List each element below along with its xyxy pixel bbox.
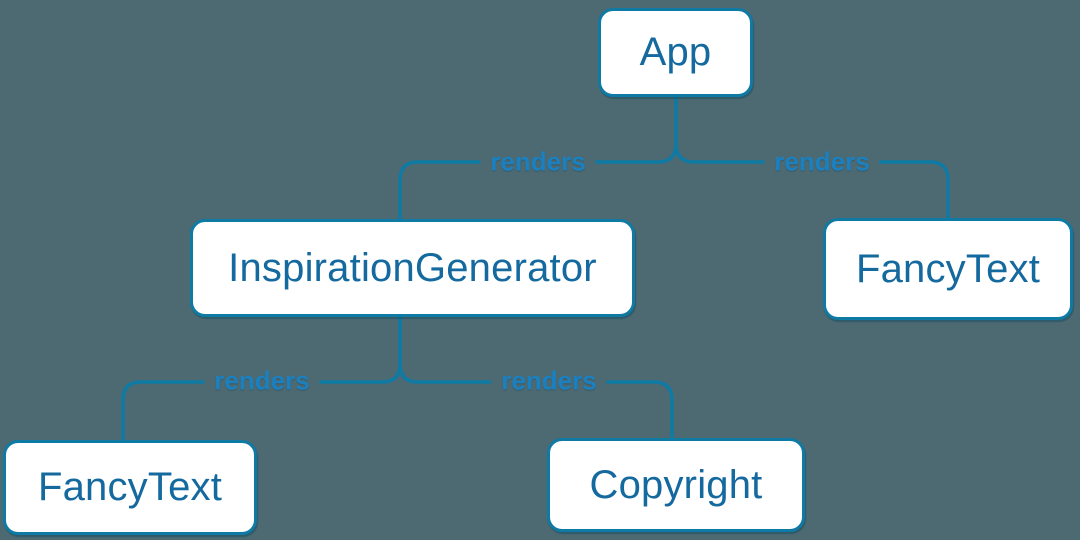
edge-label-renders: renders [764,145,880,179]
node-fancy-text-left-label: FancyText [37,465,223,509]
node-fancy-text-left: FancyText [3,440,257,535]
node-copyright: Copyright [547,438,805,532]
node-fancy-text-right: FancyText [823,218,1073,320]
node-inspiration-generator: InspirationGenerator [190,219,635,317]
node-app-label: App [639,30,712,74]
edge-label-renders: renders [204,364,320,398]
edge-label-renders: renders [491,364,607,398]
node-app: App [598,8,753,97]
node-fancy-text-right-label: FancyText [855,246,1041,291]
edge-label-renders: renders [480,145,596,179]
node-inspiration-generator-label: InspirationGenerator [228,245,597,290]
node-copyright-label: Copyright [589,462,763,507]
